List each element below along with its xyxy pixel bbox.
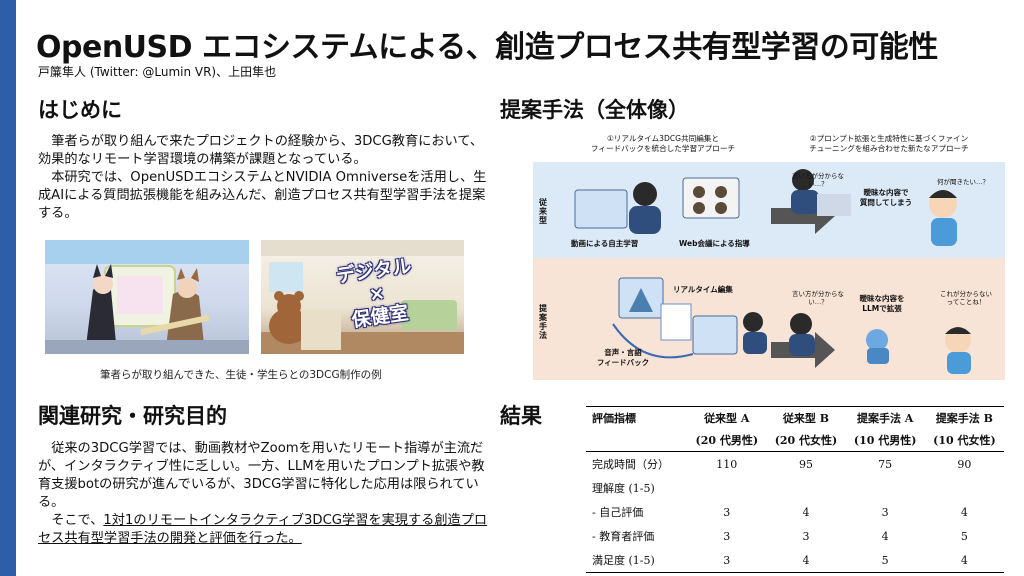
cell	[925, 476, 1004, 500]
health-room-illustration	[261, 240, 464, 354]
cell: 5	[845, 548, 925, 573]
col1-title-line-1: ①リアルタイム3DCG共同編集と	[607, 134, 719, 143]
cell: - 自己評価	[592, 506, 644, 519]
method-heading: 提案手法（全体像）	[500, 98, 689, 122]
photo-digital-health-room: デジタル × 保健室	[261, 240, 464, 354]
photo-caption: 筆者らが取り組んできた、生徒・学生らとの3DCG制作の例	[100, 369, 382, 381]
bubble-understood: これが分からないってことね！	[929, 290, 1003, 306]
bubble-unsure-top: 言い方が分からない…？	[785, 172, 851, 188]
cell: 110	[716, 457, 738, 471]
bubble-unsure-top-l2: い…？	[808, 180, 828, 188]
related-p2-lead: そこで、	[51, 513, 104, 528]
robot-icon	[866, 329, 888, 351]
web-meeting-screen	[682, 177, 740, 219]
table-row: 理解度 (1-5)	[586, 476, 1004, 500]
bubble-llm-l1: 曖昧な内容を	[859, 294, 905, 303]
cell: 75	[878, 457, 893, 471]
results-table: 評価指標 従来型 A 従来型 B 提案手法 A 提案手法 B (20 代男性) …	[586, 406, 1004, 573]
accent-side-bar	[0, 0, 16, 576]
cell	[846, 476, 925, 500]
cell: 4	[881, 529, 889, 543]
cell: 4	[766, 548, 846, 573]
intro-paragraph-2: 本研究では、OpenUSDエコシステムとNVIDIA Omniverseを活用し…	[38, 170, 487, 221]
cell: 完成時間（分）	[592, 458, 669, 471]
method-diagram-background	[533, 128, 1005, 380]
cell: - 教育者評価	[592, 530, 655, 543]
cell: 90	[957, 457, 972, 471]
bubble-unsure-bottom: 言い方が分からない…？	[785, 290, 851, 306]
results-heading: 結果	[500, 404, 542, 428]
col2-title-line-1: ②プロンプト拡張と生成特性に基づくファイン	[809, 134, 969, 143]
cell: 3	[687, 548, 767, 573]
bubble-understood-l1: これが分からない	[940, 290, 992, 298]
cell: 3	[881, 505, 889, 519]
bubble-unsure-top-l1: 言い方が分からな	[792, 172, 844, 180]
self-study-screen	[574, 189, 628, 229]
bubble-vague-l1: 曖昧な内容で	[863, 188, 909, 197]
cell: 3	[723, 529, 731, 543]
header-conv-a: 従来型 A	[687, 406, 767, 429]
photo-3dcg-characters	[45, 240, 249, 354]
cell: 4	[960, 505, 968, 519]
related-paragraph-2: そこで、1対1のリモートインタラクティブ3DCG学習を実現する創造プロセス共有型…	[38, 512, 488, 548]
subheader-prop-b: (10 代女性)	[924, 429, 1004, 452]
method-diagram: ①リアルタイム3DCG共同編集と フィードバックを統合した学習アプローチ ②プロ…	[533, 128, 1005, 380]
row-label-proposed: 提案手法	[539, 304, 547, 340]
voice-feedback-line-1: 音声・言語	[604, 348, 642, 357]
subheader-blank	[586, 429, 688, 452]
table-row: - 教育者評価 3 3 4 5	[586, 524, 1004, 548]
intro-heading: はじめに	[38, 98, 122, 122]
table-row: 満足度 (1-5) 3 4 5 4	[586, 548, 1004, 573]
row-label-conventional: 従来型	[539, 198, 547, 225]
authors: 戸簾隼人 (Twitter: @Lumin VR)、上田隼也	[38, 65, 277, 79]
cell: 4	[924, 548, 1004, 573]
table-row: 完成時間（分） 110 95 75 90	[586, 452, 1004, 477]
voice-feedback-line-2: フィードバック	[596, 358, 650, 367]
intro-paragraph-1: 筆者らが取り組んで来たプロジェクトの経験から、3DCG教育において、効果的なリモ…	[38, 134, 484, 167]
cell	[687, 476, 766, 500]
poster-title: OpenUSD エコシステムによる、創造プロセス共有型学習の可能性	[36, 30, 938, 65]
document-icon	[660, 303, 692, 341]
label-voice-feedback: 音声・言語 フィードバック	[593, 348, 653, 368]
cell: 4	[802, 505, 810, 519]
related-p2-emphasis: 1対1のリモートインタラクティブ3DCG学習を実現する創造プロセス共有型学習手法…	[38, 513, 488, 546]
related-paragraph-1: 従来の3DCG学習では、動画教材やZoomを用いたリモート指導が主流だが、インタ…	[38, 441, 485, 510]
col1-title-line-2: フィードバックを統合した学習アプローチ	[590, 144, 736, 153]
bubble-what-asking: 何が聞きたい…？	[937, 178, 989, 186]
bubble-unsure-bottom-l1: 言い方が分からな	[792, 290, 844, 298]
label-realtime-edit: リアルタイム編集	[673, 285, 733, 294]
bubble-understood-l2: ってことね！	[946, 298, 986, 306]
header-prop-b: 提案手法 B	[924, 406, 1004, 429]
label-self-study: 動画による自主学習	[571, 239, 639, 248]
cell: 理解度 (1-5)	[592, 482, 655, 495]
subheader-conv-a: (20 代男性)	[687, 429, 767, 452]
header-prop-a: 提案手法 A	[845, 406, 925, 429]
col2-title-line-2: チューニングを組み合わせた新たなアプローチ	[809, 144, 969, 153]
header-conv-b: 従来型 B	[766, 406, 846, 429]
cell: 5	[960, 529, 968, 543]
col1-title: ①リアルタイム3DCG共同編集と フィードバックを統合した学習アプローチ	[563, 134, 763, 154]
bubble-llm-l2: LLMで拡張	[862, 304, 902, 313]
cell: 3	[802, 529, 810, 543]
related-heading: 関連研究・研究目的	[38, 404, 227, 428]
cell: 95	[798, 457, 813, 471]
subheader-conv-b: (20 代女性)	[766, 429, 846, 452]
results-header-row: 評価指標 従来型 A 従来型 B 提案手法 A 提案手法 B	[586, 406, 1004, 429]
table-row: - 自己評価 3 4 3 4	[586, 500, 1004, 524]
bubble-vague-l2: 質問してしまう	[859, 198, 913, 207]
header-metric: 評価指標	[586, 406, 688, 429]
label-web-meeting: Web会議による指導	[679, 239, 750, 248]
subheader-prop-a: (10 代男性)	[845, 429, 925, 452]
cell: 満足度 (1-5)	[586, 548, 688, 573]
results-subheader-row: (20 代男性) (20 代女性) (10 代男性) (10 代女性)	[586, 429, 1004, 452]
cell: 3	[723, 505, 731, 519]
bubble-vague-question: 曖昧な内容で質問してしまう	[853, 188, 919, 208]
col2-title: ②プロンプト拡張と生成特性に基づくファイン チューニングを組み合わせた新たなアプ…	[773, 134, 1005, 154]
characters-illustration	[45, 240, 249, 354]
cell	[766, 476, 845, 500]
bubble-unsure-bottom-l2: い…？	[808, 298, 828, 306]
